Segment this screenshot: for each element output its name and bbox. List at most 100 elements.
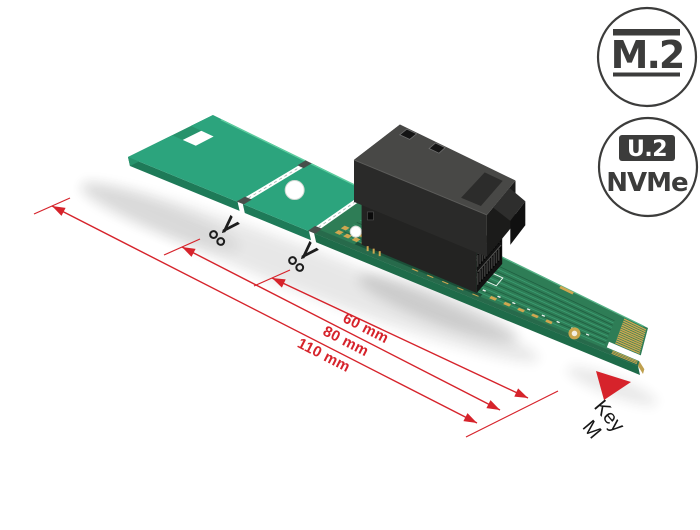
solder-pad	[531, 313, 539, 319]
board-edge-thickness	[128, 157, 240, 211]
dimension-tick	[163, 238, 201, 256]
dimension-arrowhead	[182, 247, 196, 257]
badge-m2-label: M.2	[611, 33, 684, 77]
gold-finger	[623, 320, 646, 333]
solder-pad	[482, 289, 487, 292]
scissors-blade	[301, 240, 312, 259]
solder-pad	[517, 307, 525, 313]
solder-pad	[351, 237, 361, 243]
key-m-arrow-icon	[596, 371, 631, 400]
dimension-arrowhead	[52, 206, 66, 216]
hood-front-face	[354, 159, 487, 257]
badge-u2-box	[619, 135, 675, 161]
key-m-annotation: Key M	[578, 371, 631, 443]
dimension-tick	[33, 197, 71, 215]
dimension-arrowhead	[272, 278, 286, 288]
scissors-handle	[216, 237, 226, 246]
gold-finger	[612, 350, 638, 362]
gold-finger	[615, 342, 640, 354]
cut-slot	[236, 196, 252, 205]
pcb-front-band	[314, 229, 639, 366]
dimension-line	[181, 246, 501, 411]
connector-pin	[378, 251, 381, 257]
gold-finger	[611, 352, 637, 365]
scissors-blade	[301, 247, 319, 259]
badge-u2-nvme: U.2 NVMe	[597, 116, 699, 218]
gold-finger	[618, 332, 643, 345]
mounting-hole	[284, 180, 305, 201]
solder-pad	[585, 333, 590, 336]
scissors-handle	[295, 263, 305, 272]
sff-8643-connector	[353, 124, 526, 297]
solder-pad	[559, 285, 574, 295]
gold-finger	[615, 340, 641, 352]
gold-finger	[620, 328, 644, 341]
scissors-handle	[288, 256, 297, 265]
pin-row-highlight	[477, 244, 502, 273]
cut-slot	[308, 225, 323, 234]
latch-top	[493, 187, 526, 221]
dimension-arrowhead	[463, 413, 477, 423]
hood-top-groove	[461, 172, 503, 206]
shadow-blob	[358, 274, 518, 342]
latch-right-face	[510, 201, 526, 245]
badge-nvme-label: NVMe	[606, 168, 688, 198]
solder-pad	[334, 230, 344, 235]
badge-u2-label: U.2	[627, 137, 667, 162]
latch-hole	[367, 211, 374, 221]
board-edge-thickness	[242, 204, 311, 241]
solder-pad	[340, 225, 350, 231]
solder-pad	[503, 301, 511, 307]
gold-finger	[618, 334, 642, 347]
board-edge-thickness	[638, 361, 645, 374]
gold-finger	[623, 318, 647, 331]
dimension-tick	[253, 269, 291, 287]
badge-u2-circle	[597, 116, 699, 218]
solder-pad	[556, 320, 560, 324]
connector-pin	[372, 248, 375, 254]
scissors-blade	[222, 221, 240, 233]
shadow-blob	[80, 184, 240, 252]
dimension-line	[51, 205, 478, 424]
gold-finger	[622, 322, 646, 335]
gold-finger	[616, 338, 641, 351]
scissors-icon	[288, 240, 319, 272]
cut-marks	[209, 214, 319, 272]
scissors-blade	[222, 214, 233, 233]
dimension-line	[271, 277, 529, 399]
badge-m2-overbar	[613, 29, 680, 36]
cut-line	[248, 166, 301, 199]
cut-slot	[297, 160, 312, 169]
gold-finger	[619, 330, 643, 343]
dimension-lines	[33, 197, 559, 438]
solder-pad	[541, 314, 546, 317]
dimension-arrowhead	[486, 400, 500, 410]
solder-pad	[545, 319, 553, 325]
gold-finger	[621, 324, 645, 337]
board-edge-highlight	[220, 119, 307, 162]
mounting-hole	[349, 225, 362, 238]
breakoff-piece-a	[128, 115, 307, 202]
scissors-handle	[209, 230, 218, 239]
dimension-arrowhead	[514, 388, 528, 398]
gold-finger	[617, 336, 642, 349]
badge-m2: M.2	[596, 6, 698, 108]
dimension-extension-line	[465, 390, 559, 438]
gold-ring-hole-center	[571, 330, 578, 337]
scissors-icon	[209, 214, 240, 246]
connector-base-shadow	[354, 241, 483, 297]
badge-m2-underline	[613, 72, 680, 77]
gold-finger	[620, 326, 645, 339]
gold-finger	[611, 351, 638, 363]
emi-hole	[398, 128, 418, 140]
connector-pin	[366, 246, 369, 252]
shadow-blob	[81, 181, 539, 363]
solder-pad	[489, 295, 498, 301]
solder-pad	[526, 308, 531, 311]
hood-top-edge-highlight	[353, 159, 488, 216]
breakoff-piece-b	[242, 162, 368, 232]
board-edge-thickness	[314, 233, 640, 375]
connector-front-face	[361, 198, 477, 293]
